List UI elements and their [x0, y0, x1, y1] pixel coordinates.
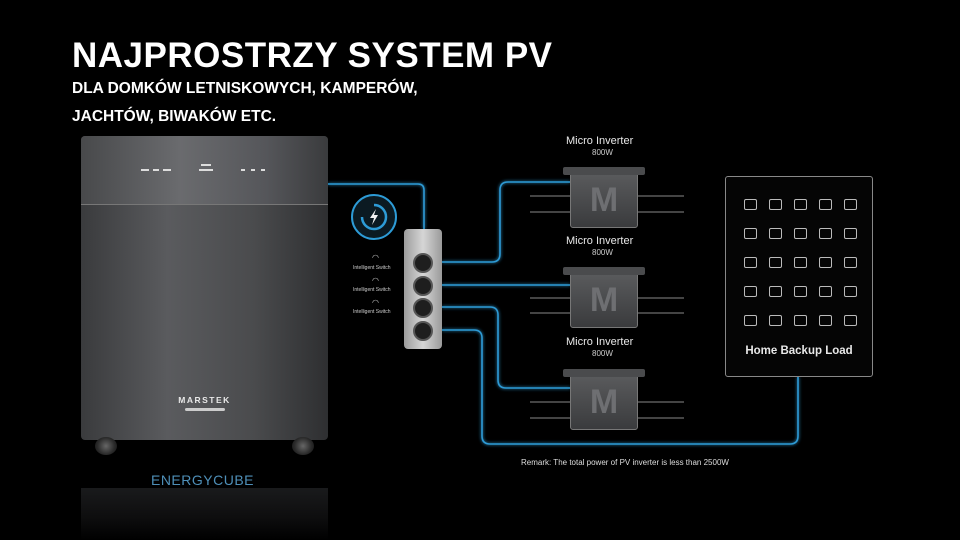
appliance-icon [769, 228, 782, 239]
cable-battery-to-strip [328, 183, 425, 229]
appliance-icon [744, 199, 757, 210]
socket [413, 298, 433, 318]
cable-strip-to-inverter-1 [442, 181, 570, 263]
intelligent-switch-label: Intelligent Switch [353, 309, 391, 315]
appliance-icon [769, 199, 782, 210]
inverter-label: Micro Inverter [566, 235, 634, 247]
appliance-icon [844, 199, 857, 210]
battery-top-panel [81, 136, 328, 205]
battery-wheel-left [95, 437, 117, 455]
appliance-icon [844, 315, 857, 326]
appliance-icon [794, 315, 807, 326]
appliance-icon [769, 286, 782, 297]
battery-wheel-right [292, 437, 314, 455]
cable-strip-to-inverter-3 [442, 306, 570, 389]
battery-caption: ENERGYCUBE [150, 472, 255, 488]
socket [413, 276, 433, 296]
appliance-icon [769, 257, 782, 268]
power-switch-icon [351, 194, 397, 240]
appliance-icon [844, 257, 857, 268]
home-backup-load-label: Home Backup Load [745, 345, 853, 357]
appliance-icon [819, 286, 832, 297]
cable-strip-to-loads [442, 329, 799, 445]
appliance-icon [794, 286, 807, 297]
micro-inverter: M [563, 369, 645, 430]
appliance-icon [819, 257, 832, 268]
micro-inverter: M [563, 267, 645, 328]
home-backup-load-panel: Home Backup Load [725, 176, 873, 377]
appliance-icon [819, 315, 832, 326]
inverter-power: 800W [592, 349, 613, 358]
micro-inverter: M [563, 167, 645, 228]
wifi-icon: ◠ [372, 276, 379, 285]
remark-note: Remark: The total power of PV inverter i… [521, 458, 729, 467]
inverter-label: Micro Inverter [566, 336, 634, 348]
battery-brand-logo: MARSTEK [178, 395, 231, 405]
appliance-icon [819, 228, 832, 239]
subtitle-line-2: JACHTÓW, BIWAKÓW ETC. [72, 108, 277, 125]
appliance-icon [794, 228, 807, 239]
appliance-icon [744, 257, 757, 268]
page-title: NAJPROSTRZY SYSTEM PV [72, 36, 553, 75]
socket [413, 253, 433, 273]
appliance-icon [744, 228, 757, 239]
socket [413, 321, 433, 341]
inverter-label: Micro Inverter [566, 135, 634, 147]
intelligent-switch-label: Intelligent Switch [353, 287, 391, 293]
inverter-power: 800W [592, 148, 613, 157]
inverter-power: 800W [592, 248, 613, 257]
wifi-icon: ◠ [372, 253, 379, 262]
appliance-icon [769, 315, 782, 326]
power-strip [404, 229, 442, 349]
appliance-icon [744, 315, 757, 326]
appliance-icon [744, 286, 757, 297]
battery-handle [185, 408, 225, 411]
battery-reflection [81, 488, 328, 540]
appliance-icon [794, 257, 807, 268]
appliance-icon [819, 199, 832, 210]
appliance-icon [844, 286, 857, 297]
subtitle-line-1: DLA DOMKÓW LETNISKOWYCH, KAMPERÓW, [72, 80, 418, 97]
energycube-battery: MARSTEK [81, 136, 328, 440]
appliance-icon [794, 199, 807, 210]
wifi-icon: ◠ [372, 298, 379, 307]
intelligent-switch-label: Intelligent Switch [353, 265, 391, 271]
appliance-icon [844, 228, 857, 239]
